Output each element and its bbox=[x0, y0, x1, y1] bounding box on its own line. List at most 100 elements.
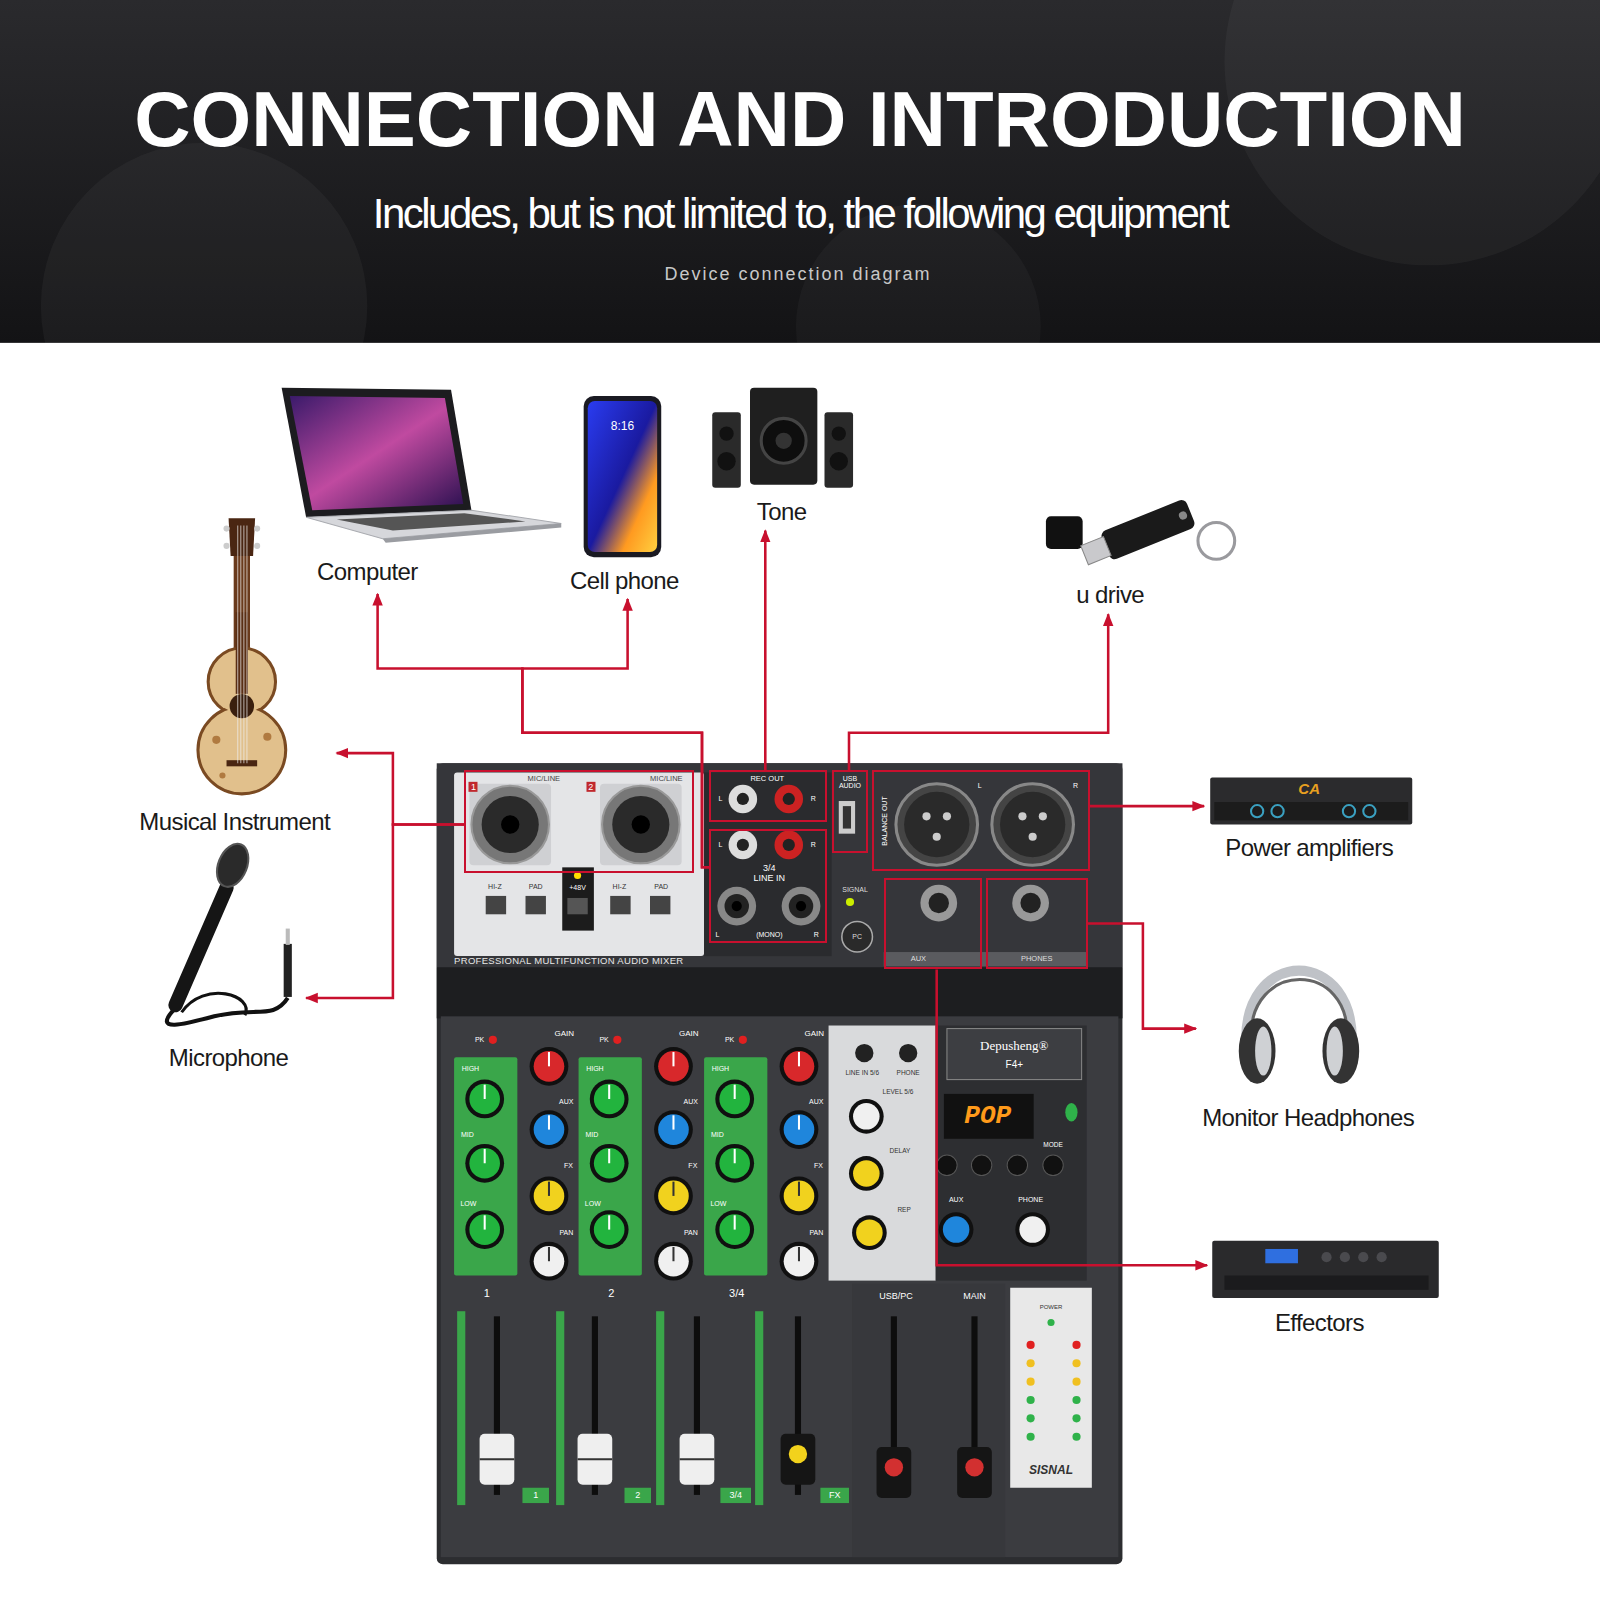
node-text: 1 bbox=[469, 782, 478, 792]
connector-arrow bbox=[764, 531, 767, 771]
headphones-icon bbox=[1239, 971, 1359, 1084]
label-text: Includes, but is not limited to, the fol… bbox=[373, 190, 1228, 238]
connector-arrow bbox=[337, 753, 465, 824]
label-text: PK bbox=[599, 1036, 608, 1044]
device-node: u drive bbox=[1041, 492, 1240, 614]
label-text: 2 bbox=[635, 1490, 640, 1500]
device-node: Effectors bbox=[1207, 1237, 1444, 1342]
label-text: SISNAL bbox=[1029, 1465, 1073, 1479]
ukulele-icon bbox=[198, 518, 286, 794]
label-text: 2 bbox=[608, 1287, 614, 1300]
node-text: L bbox=[715, 931, 719, 939]
label-text: HIGH bbox=[462, 1065, 480, 1073]
device-node: Tone bbox=[709, 386, 855, 531]
label-text: AUX bbox=[684, 1098, 698, 1106]
label-text: MID bbox=[585, 1131, 598, 1139]
node-text: Monitor Headphones bbox=[1202, 1105, 1414, 1133]
label-text: 3/4 bbox=[729, 1490, 742, 1500]
main-title: CONNECTION AND INTRODUCTION bbox=[134, 76, 1466, 166]
label-text: PAN bbox=[559, 1229, 573, 1237]
device-node: Computer bbox=[281, 386, 562, 594]
label-text: MODE bbox=[1043, 1141, 1063, 1148]
port-box: LR3/4 LINE INL(MONO)R bbox=[709, 829, 826, 943]
label-text: FX bbox=[829, 1490, 841, 1500]
label-text: LOW bbox=[710, 1200, 726, 1208]
node-text: L bbox=[718, 795, 722, 803]
node-text: BALANCE OUT bbox=[881, 797, 889, 846]
node-text: u drive bbox=[1076, 581, 1144, 609]
label-text: PROFESSIONAL MULTIFUNCTION AUDIO MIXER bbox=[454, 956, 683, 967]
port-box: AUX bbox=[884, 878, 982, 970]
port-box: USB AUDIO bbox=[832, 770, 869, 853]
label-text: HIGH bbox=[712, 1065, 730, 1073]
node-text: 3/4 LINE IN bbox=[752, 864, 787, 883]
node-text: Effectors bbox=[1275, 1310, 1364, 1338]
label-text: PHONE bbox=[897, 1070, 920, 1077]
port-box: BALANCE OUT L R bbox=[872, 770, 1089, 871]
connector-arrow bbox=[378, 594, 710, 867]
effector-icon bbox=[1212, 1241, 1439, 1298]
label-text: PAD bbox=[654, 883, 668, 891]
node-text: R bbox=[814, 931, 819, 939]
label-text: HIGH bbox=[586, 1065, 604, 1073]
speaker-icon bbox=[712, 388, 853, 488]
label-text: FX bbox=[688, 1162, 697, 1170]
label-text: MAIN bbox=[963, 1291, 986, 1301]
amplifier-icon bbox=[1210, 778, 1412, 825]
device-node: Power amplifiers bbox=[1204, 773, 1418, 867]
label-text: PAD bbox=[529, 883, 543, 891]
phone-icon bbox=[584, 396, 662, 557]
node-text: REC OUT bbox=[750, 774, 784, 783]
label-text: DELAY bbox=[890, 1147, 911, 1154]
connector-arrow bbox=[1090, 805, 1204, 808]
node-text: PHONES bbox=[1021, 955, 1053, 964]
label-text: POP bbox=[964, 1102, 1011, 1132]
node-text: Computer bbox=[317, 559, 418, 587]
label-text: F4+ bbox=[1006, 1060, 1024, 1072]
device-node: Cell phone bbox=[566, 396, 685, 599]
microphone-icon bbox=[167, 839, 292, 1025]
label-text: PHONE bbox=[1018, 1196, 1043, 1204]
label-text: USB/PC bbox=[879, 1291, 913, 1301]
label-text: LOW bbox=[585, 1200, 601, 1208]
node-text: R bbox=[1073, 782, 1078, 790]
node-text: MIC/LINE bbox=[528, 774, 561, 783]
laptop-icon bbox=[282, 388, 562, 543]
label-text: 8:16 bbox=[611, 420, 634, 434]
connector-arrow bbox=[306, 825, 464, 999]
device-node: Monitor Headphones bbox=[1196, 934, 1420, 1137]
node-text: USB AUDIO bbox=[835, 774, 866, 789]
node-text: MIC/LINE bbox=[650, 774, 683, 783]
node-text: L bbox=[978, 782, 982, 790]
label-text: GAIN bbox=[805, 1029, 825, 1038]
label-text: PC bbox=[852, 933, 862, 941]
label-text: GAIN bbox=[555, 1029, 575, 1038]
mixer-illustration bbox=[437, 763, 1123, 1564]
device-node: Microphone bbox=[148, 845, 306, 1076]
label-text: SIGNAL bbox=[842, 886, 868, 894]
label-text: AUX bbox=[809, 1098, 823, 1106]
label-text: HI-Z bbox=[613, 883, 627, 891]
connector-arrow bbox=[1088, 924, 1196, 1029]
label-text: AUX bbox=[559, 1098, 573, 1106]
connector-arrow bbox=[849, 614, 1108, 770]
label-text: LINE IN 5/6 bbox=[845, 1070, 879, 1077]
label-text: REP bbox=[897, 1206, 910, 1213]
label-text: MID bbox=[461, 1131, 474, 1139]
port-box: REC OUT L R bbox=[709, 770, 826, 822]
label-text: FX bbox=[814, 1162, 823, 1170]
label-text: +48V bbox=[569, 884, 586, 892]
label-text: AUX bbox=[949, 1196, 963, 1204]
label-text: LEVEL 5/6 bbox=[883, 1088, 914, 1095]
port-box: PHONES bbox=[986, 878, 1088, 970]
node-text: (MONO) bbox=[756, 931, 782, 939]
label-text: 1 bbox=[533, 1490, 538, 1500]
connector-arrow bbox=[937, 969, 1207, 1265]
node-text: Cell phone bbox=[570, 567, 679, 595]
node-text: R bbox=[811, 795, 816, 803]
connector-arrow bbox=[522, 599, 709, 867]
label-text: GAIN bbox=[679, 1029, 699, 1038]
label-text: Device connection diagram bbox=[664, 264, 931, 285]
label-text: PK bbox=[475, 1036, 484, 1044]
